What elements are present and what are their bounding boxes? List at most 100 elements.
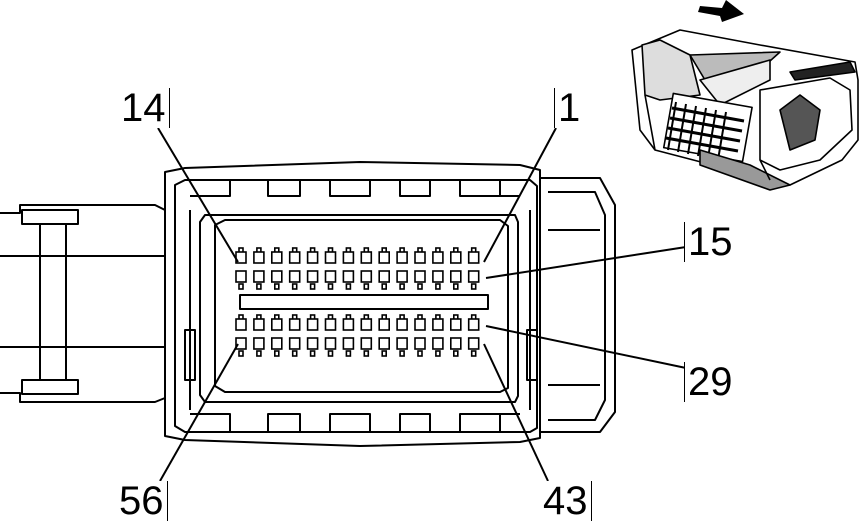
arrow-right-icon <box>698 0 744 22</box>
pin-grid <box>235 247 480 357</box>
pin-cavity <box>432 337 444 350</box>
cable-housing <box>0 204 166 403</box>
pin-cavity <box>414 270 426 283</box>
pin-stub <box>452 283 459 290</box>
pin-cavity <box>270 270 283 283</box>
pin-cavity <box>270 251 283 264</box>
pin-cavity <box>253 337 265 350</box>
pin-cavity <box>306 270 319 283</box>
pin-cavity <box>288 251 301 264</box>
pin-cavity <box>324 270 337 283</box>
connector-body <box>164 161 541 447</box>
pin-stub <box>381 350 388 357</box>
pin-stub <box>273 350 280 357</box>
pin-cavity <box>378 251 391 264</box>
pin-cavity <box>414 318 426 331</box>
pin-cavity <box>467 337 480 350</box>
pin-cavity <box>306 318 319 331</box>
pin-stub <box>238 350 244 357</box>
pin-cavity <box>270 318 283 331</box>
pin-label-56: 56 <box>116 481 168 521</box>
pin-cavity <box>449 318 462 331</box>
pin-cavity <box>396 337 408 350</box>
pin-cavity <box>432 251 444 264</box>
pin-cavity <box>467 251 480 264</box>
leader-line-29 <box>485 325 687 369</box>
pin-cavity <box>414 251 426 264</box>
pin-cavity <box>342 251 355 264</box>
pin-cavity <box>360 318 373 331</box>
pin-stub <box>273 283 280 290</box>
pin-cavity <box>288 337 301 350</box>
pin-stub <box>345 283 352 290</box>
pin-cavity <box>396 251 408 264</box>
pin-cavity <box>342 337 355 350</box>
pin-stub <box>470 283 477 290</box>
pin-cavity <box>235 270 247 283</box>
pin-stub <box>417 283 423 290</box>
pin-cavity <box>378 270 391 283</box>
pin-cavity <box>360 337 373 350</box>
pin-stub <box>452 350 459 357</box>
pin-label-43: 43 <box>540 481 592 521</box>
pin-cavity <box>378 337 391 350</box>
pin-stub <box>345 350 352 357</box>
pin-cavity <box>324 337 337 350</box>
pin-stub <box>435 350 441 357</box>
pin-stub <box>291 350 298 357</box>
leader-line-56 <box>159 343 239 482</box>
leader-lines <box>157 127 687 482</box>
connector-latch <box>540 177 616 433</box>
pin-stub <box>417 350 423 357</box>
pin-cavity <box>396 318 408 331</box>
pin-stub <box>256 283 262 290</box>
pin-stub <box>309 283 316 290</box>
pin-stub <box>363 283 370 290</box>
pin-cavity <box>396 270 408 283</box>
pin-stub <box>327 283 334 290</box>
pin-cavity <box>449 270 462 283</box>
pin-stub <box>256 350 262 357</box>
pin-stub <box>435 283 441 290</box>
pin-cavity <box>432 270 444 283</box>
pin-cavity <box>467 318 480 331</box>
pin-cavity <box>324 251 337 264</box>
pin-cavity <box>253 318 265 331</box>
pin-label-15: 15 <box>684 222 736 262</box>
pin-cavity <box>270 337 283 350</box>
pin-label-14: 14 <box>118 88 170 128</box>
pin-cavity <box>253 270 265 283</box>
pin-label-1: 1 <box>554 88 584 128</box>
leader-line-1 <box>483 127 557 263</box>
pin-cavity <box>449 251 462 264</box>
pin-stub <box>470 350 477 357</box>
pin-stub <box>327 350 334 357</box>
connector-3d-thumbnail <box>631 29 859 191</box>
pin-cavity <box>432 318 444 331</box>
pin-label-29: 29 <box>684 362 736 402</box>
pin-stub <box>291 283 298 290</box>
pin-stub <box>399 350 405 357</box>
pin-stub <box>381 283 388 290</box>
pin-cavity <box>449 337 462 350</box>
pin-cavity <box>324 318 337 331</box>
pin-cavity <box>288 270 301 283</box>
pin-cavity <box>467 270 480 283</box>
pin-cavity <box>253 251 265 264</box>
pin-cavity <box>360 270 373 283</box>
pin-cavity <box>342 270 355 283</box>
pin-cavity <box>414 337 426 350</box>
pin-stub <box>399 283 405 290</box>
pin-cavity <box>306 337 319 350</box>
leader-line-43 <box>483 343 549 482</box>
pin-cavity <box>235 337 247 350</box>
leader-line-15 <box>485 246 687 279</box>
pin-cavity <box>360 251 373 264</box>
pin-stub <box>309 350 316 357</box>
pin-stub <box>238 283 244 290</box>
pin-cavity <box>288 318 301 331</box>
leader-line-14 <box>157 127 239 263</box>
pin-cavity <box>235 318 247 331</box>
